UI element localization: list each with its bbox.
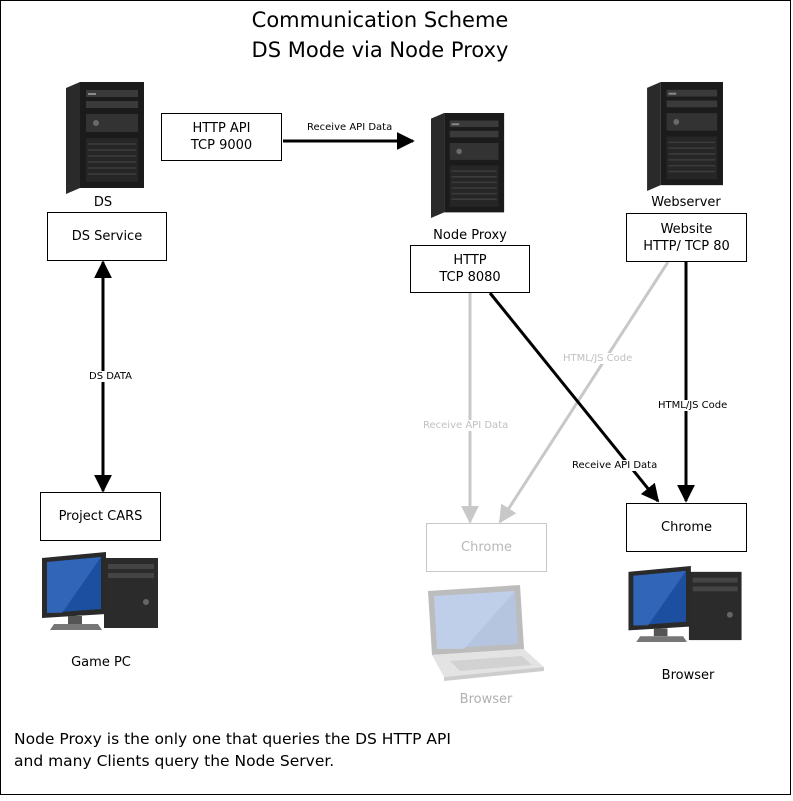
node-proxy-http-box: HTTP TCP 8080 [410,245,530,293]
laptop-icon [428,585,544,681]
ds-service-text: DS Service [71,229,143,244]
chrome-faded-text: Chrome [461,540,512,555]
edge-label-receive-api: Receive API Data [306,122,394,133]
http-api-line2: TCP 9000 [190,138,253,153]
ds-server-icon [66,82,144,194]
chrome-faded-box: Chrome [426,523,547,572]
edge-label-receive-api-bold: Receive API Data [571,460,659,471]
website-box-line1: Website [660,221,713,237]
chrome-box: Chrome [626,503,747,552]
node-proxy-box-line2: TCP 8080 [439,270,501,285]
edge-label-ds-data: DS DATA [88,371,133,382]
footnote-line1: Node Proxy is the only one that queries … [14,730,451,748]
diagram-title-line1: Communication Scheme [251,8,509,32]
game-pc-label: Game PC [71,655,131,670]
node-proxy-box-line1: HTTP [453,253,487,268]
browser-pc-label: Browser [661,668,715,683]
chrome-text: Chrome [661,520,712,535]
edge-label-receive-api-faded: Receive API Data [422,420,510,431]
diagram-title-line2: DS Mode via Node Proxy [251,38,509,62]
project-cars-box: Project CARS [40,492,161,541]
game-pc-desktop-icon [42,552,158,630]
edge-label-html-js-bold: HTML/JS Code [657,400,729,411]
webserver-server-icon [647,82,723,191]
website-box: Website HTTP/ TCP 80 [626,213,747,262]
project-cars-text: Project CARS [58,509,143,524]
edge-label-html-js-faded: HTML/JS Code [562,353,634,364]
http-api-line1: HTTP API [192,121,251,136]
ds-label: DS [93,195,113,210]
browser-pc-desktop-icon [628,566,742,643]
browser-laptop-label: Browser [459,692,513,707]
footnote: Node Proxy is the only one that queries … [14,728,451,772]
node-proxy-server-icon [431,113,505,218]
edge-website-to-chrome-faded [498,261,670,524]
footnote-line2: and many Clients query the Node Server. [14,752,335,770]
webserver-label: Webserver [651,195,721,210]
node-proxy-label: Node Proxy [433,228,507,243]
ds-service-box: DS Service [47,212,167,261]
website-box-line2: HTTP/ TCP 80 [643,238,730,254]
http-api-box: HTTP API TCP 9000 [161,113,282,161]
